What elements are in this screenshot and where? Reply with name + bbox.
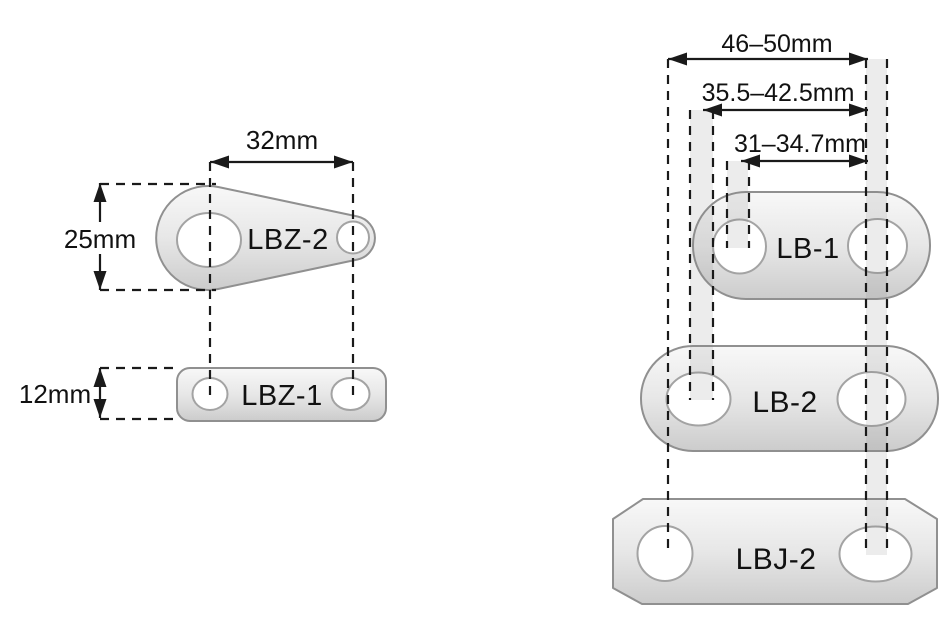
lbj2-right-hole <box>838 525 913 583</box>
lb1-right-hole <box>847 218 908 274</box>
lb1-left-hole-range-bar <box>727 161 748 248</box>
lbj2-left-hole <box>636 525 694 582</box>
lbz1-plate <box>176 367 387 422</box>
lb2-left-hole <box>665 371 732 427</box>
lb2-range-dimension-label: 35.5–42.5mm <box>702 79 855 107</box>
lbz2-label: LBZ-2 <box>247 224 328 256</box>
lbj2-label: LBJ-2 <box>736 543 817 576</box>
right-holes-range-bar <box>866 59 887 555</box>
lbz2-small-hole <box>336 220 370 255</box>
lbj2-range-dimension-label: 46–50mm <box>721 30 832 58</box>
lbz2-width-dimension-label: 32mm <box>246 125 318 155</box>
extension-lines <box>100 59 889 555</box>
lbz1-right-hole <box>330 377 371 411</box>
part-labels: LBZ-2 LBZ-1 LB-1 LB-2 LBJ-2 <box>241 224 839 576</box>
adjustment-range-bars <box>690 59 887 555</box>
lb2-left-hole-range-bar <box>690 110 713 400</box>
dimension-labels: 32mm 25mm 12mm 46–50mm 35.5–42.5mm 31–34… <box>19 30 866 409</box>
lb2-right-hole <box>836 371 907 427</box>
lbz2-height-label-backplate <box>66 222 134 254</box>
lbz1-label: LBZ-1 <box>241 380 322 412</box>
dimension-lines <box>93 52 868 418</box>
lbz2-height-dimension-label: 25mm <box>64 224 136 254</box>
lb2-label: LB-2 <box>752 386 817 419</box>
lb1-label: LB-1 <box>776 233 839 265</box>
lb1-range-dimension-label: 31–34.7mm <box>734 130 866 158</box>
lbz1-height-dimension-label: 12mm <box>19 379 91 409</box>
